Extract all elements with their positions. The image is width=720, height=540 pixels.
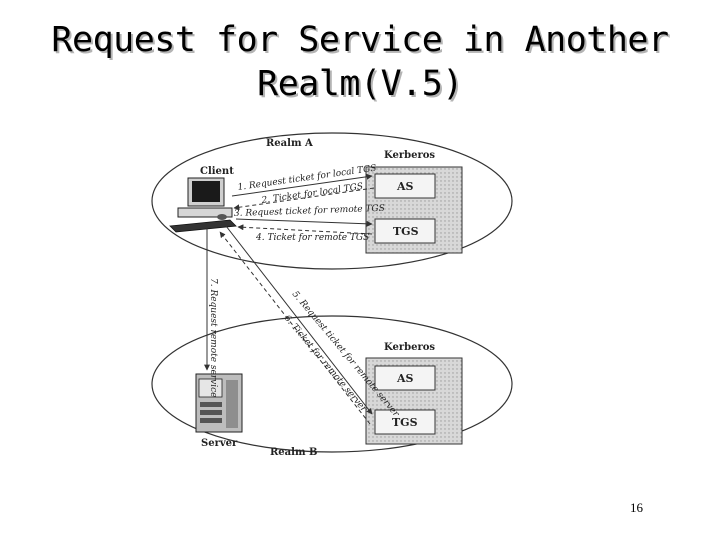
page-number: 16: [630, 500, 643, 515]
title-line-2: Realm(V.5): [257, 64, 463, 104]
kerberos-a-label: Kerberos: [384, 150, 435, 161]
arrow-5: [225, 225, 373, 415]
arrow-4: [237, 224, 373, 235]
realm-b-ellipse: [151, 315, 513, 453]
realm-b-label: Realm B: [270, 447, 317, 458]
as-b-box: [374, 365, 436, 391]
msg-4-label: 4. Ticket for remote TGS: [255, 233, 369, 243]
client-label: Client: [200, 166, 234, 177]
tgs-a-box: [374, 218, 436, 244]
server-label: Server: [201, 438, 238, 449]
client-computer-icon: [169, 177, 237, 233]
arrow-6: [219, 231, 371, 425]
arrow-3: [235, 218, 373, 227]
tgs-b-box: [374, 409, 436, 435]
slide-title: Request for Service in Another Realm(V.5…: [0, 18, 720, 106]
as-b-label: AS: [396, 372, 414, 385]
tgs-a-label: TGS: [393, 225, 419, 238]
as-a-box: [374, 173, 436, 199]
realm-a-label: Realm A: [266, 138, 313, 149]
title-line-1: Request for Service in Another: [51, 20, 669, 60]
as-a-label: AS: [396, 180, 414, 193]
msg-5-label: 5. Request ticket for remote server: [290, 290, 401, 420]
realm-a-ellipse: [151, 132, 513, 270]
server-icon: [195, 373, 243, 433]
arrow-1: [231, 173, 373, 197]
kerberos-b-label: Kerberos: [384, 342, 435, 353]
tgs-b-label: TGS: [392, 416, 418, 429]
msg-7-label: 7. Request remote service: [208, 278, 218, 398]
arrow-2: [233, 187, 375, 211]
msg-3-label: 3. Request ticket for remote TGS: [234, 204, 385, 219]
